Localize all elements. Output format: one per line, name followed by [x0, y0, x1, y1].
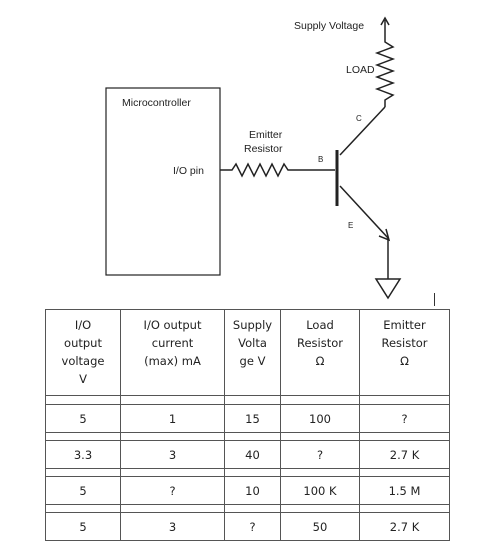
microcontroller-label: Microcontroller — [122, 97, 191, 109]
spacer-cell — [359, 504, 450, 513]
spacer-cell — [45, 468, 121, 477]
table-cell: ? — [120, 476, 225, 505]
spacer-cell — [45, 395, 121, 405]
header-load-resistor: Load Resistor Ω — [280, 309, 360, 396]
io-pin-label: I/O pin — [173, 165, 204, 177]
spacer-cell — [224, 504, 281, 513]
header-line: Resistor — [381, 336, 428, 350]
problem-table-container: I/O output voltage V I/O output current … — [45, 309, 450, 541]
table-cell: ? — [280, 440, 360, 469]
header-line: Ω — [400, 354, 409, 368]
header-io-output-current: I/O output current (max) mA — [120, 309, 225, 396]
table-header-row: I/O output voltage V I/O output current … — [45, 309, 450, 396]
table-cell: 50 — [280, 512, 360, 541]
header-supply-voltage: Supply Volta ge V — [224, 309, 281, 396]
emitter-wire — [339, 185, 389, 239]
spacer-cell — [280, 395, 360, 405]
emitter-arrow-icon — [378, 228, 391, 242]
table-row: 5 ? 10 100 K 1.5 M — [45, 476, 450, 505]
emitter-resistor-label-line1: Emitter — [249, 129, 283, 141]
spacer-cell — [359, 395, 450, 405]
spacer-cell — [280, 468, 360, 477]
table-cell: 5 — [45, 404, 121, 433]
terminal-b-label: B — [318, 155, 323, 164]
header-line: current — [151, 336, 194, 350]
terminal-e-label: E — [348, 221, 353, 230]
table-cell: 100 — [280, 404, 360, 433]
table-row: 5 1 15 100 ? — [45, 404, 450, 433]
spacer-cell — [224, 395, 281, 405]
collector-wire — [339, 106, 386, 156]
table-cell: 3 — [120, 512, 225, 541]
spacer-cell — [359, 432, 450, 441]
header-line: Volta — [238, 336, 267, 350]
table-cell: 1.5 M — [359, 476, 450, 505]
header-line: I/O output — [143, 318, 202, 332]
table-row: 5 3 ? 50 2.7 K — [45, 512, 450, 541]
spacer-cell — [120, 432, 225, 441]
spacer-cell — [120, 504, 225, 513]
header-line: I/O — [74, 318, 92, 332]
text-cursor-mark — [434, 293, 435, 306]
header-line: V — [79, 372, 87, 386]
header-line: Resistor — [297, 336, 343, 350]
spacer-cell — [224, 468, 281, 477]
table-cell: 1 — [120, 404, 225, 433]
table-cell: 5 — [45, 512, 121, 541]
spacer-cell — [120, 395, 225, 405]
header-line: Emitter — [383, 318, 426, 332]
table-cell: 2.7 K — [359, 512, 450, 541]
header-line: (max) mA — [144, 354, 201, 368]
table-cell: 3.3 — [45, 440, 121, 469]
load-label: LOAD — [346, 64, 375, 76]
transistor-circuit-diagram: Supply Voltage LOAD C Microcontroller I/… — [105, 16, 402, 300]
table-cell: 10 — [224, 476, 281, 505]
table-cell: 40 — [224, 440, 281, 469]
header-line: output — [64, 336, 102, 350]
table-spacer-row — [45, 504, 450, 513]
terminal-c-label: C — [356, 114, 362, 123]
supply-voltage-label: Supply Voltage — [294, 20, 364, 32]
spacer-cell — [280, 432, 360, 441]
table-cell: 15 — [224, 404, 281, 433]
emitter-resistor-label-line2: Resistor — [244, 143, 283, 155]
spacer-cell — [224, 432, 281, 441]
header-line: Ω — [315, 354, 325, 368]
table-row: 3.3 3 40 ? 2.7 K — [45, 440, 450, 469]
microcontroller-box — [105, 87, 221, 276]
header-line: Supply — [232, 318, 273, 332]
spacer-cell — [280, 504, 360, 513]
spacer-cell — [45, 504, 121, 513]
table-cell: ? — [224, 512, 281, 541]
supply-arrow-icon — [380, 16, 390, 30]
header-line: ge V — [239, 354, 266, 368]
load-resistor-symbol — [374, 30, 396, 107]
table-spacer-row — [45, 395, 450, 405]
spacer-cell — [120, 468, 225, 477]
table-cell: 100 K — [280, 476, 360, 505]
ground-icon — [374, 278, 402, 300]
table-cell: 2.7 K — [359, 440, 450, 469]
spacer-cell — [45, 432, 121, 441]
emitter-resistor-symbol — [220, 162, 296, 178]
table-spacer-row — [45, 432, 450, 441]
table-cell: 5 — [45, 476, 121, 505]
table-spacer-row — [45, 468, 450, 477]
table-cell: 3 — [120, 440, 225, 469]
header-line: voltage — [61, 354, 105, 368]
problem-table: I/O output voltage V I/O output current … — [45, 309, 450, 541]
header-line: Load — [306, 318, 334, 332]
table-cell: ? — [359, 404, 450, 433]
spacer-cell — [359, 468, 450, 477]
header-emitter-resistor: Emitter Resistor Ω — [359, 309, 450, 396]
header-io-output-voltage: I/O output voltage V — [45, 309, 121, 396]
